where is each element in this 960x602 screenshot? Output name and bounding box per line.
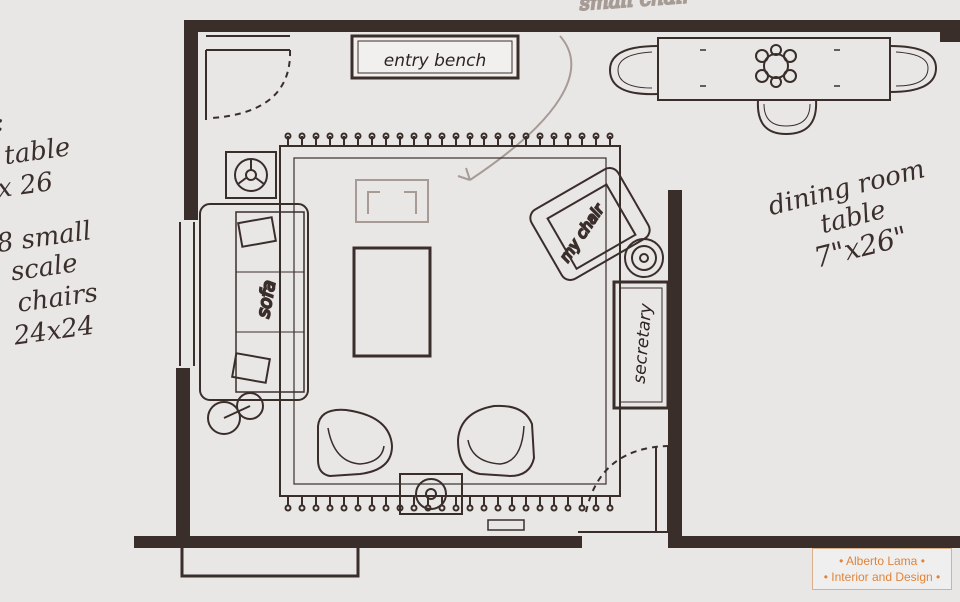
fringe-tassel xyxy=(536,132,544,140)
secretary: secretary xyxy=(612,280,670,410)
fringe-tassel xyxy=(284,132,292,140)
side-door xyxy=(578,445,669,533)
fringe-tassel xyxy=(592,504,600,512)
fringe-tassel xyxy=(536,504,544,512)
centerpiece xyxy=(755,44,797,88)
entry-bench: entry bench xyxy=(350,34,520,80)
coffee-table xyxy=(352,246,432,358)
fringe-tassel xyxy=(410,132,418,140)
dining-bottom-wall xyxy=(676,536,960,548)
fringe-tassel xyxy=(494,504,502,512)
fringe-tassel xyxy=(368,132,376,140)
rug-fringe-top xyxy=(284,132,614,146)
sofa: sofa xyxy=(199,203,309,401)
fringe-tassel xyxy=(298,504,306,512)
entry-step xyxy=(180,542,360,578)
fringe-tassel xyxy=(466,132,474,140)
dining-table xyxy=(608,37,938,136)
fringe-tassel xyxy=(452,504,460,512)
fringe-tassel xyxy=(494,132,502,140)
fringe-tassel xyxy=(578,132,586,140)
fringe-tassel xyxy=(368,504,376,512)
partition-wall xyxy=(668,190,682,548)
fringe-tassel xyxy=(550,132,558,140)
fringe-tassel xyxy=(564,504,572,512)
fringe-tassel xyxy=(578,504,586,512)
dining-chair-bottom xyxy=(756,99,818,136)
fringe-tassel xyxy=(592,132,600,140)
watermark-line-1: • Alberto Lama • xyxy=(839,554,925,568)
fringe-tassel xyxy=(564,132,572,140)
fringe-tassel xyxy=(480,132,488,140)
fringe-tassel xyxy=(410,504,418,512)
fringe-tassel xyxy=(522,504,530,512)
rug-fringe-bottom xyxy=(284,496,614,512)
armchair-left xyxy=(317,408,394,478)
fringe-tassel xyxy=(284,504,292,512)
side-table-lamp-3 xyxy=(399,473,463,515)
dining-chair-right xyxy=(889,45,938,93)
round-side-table xyxy=(207,392,264,435)
fringe-tassel xyxy=(340,132,348,140)
fringe-tassel xyxy=(354,132,362,140)
fringe-tassel xyxy=(312,132,320,140)
fringe-tassel xyxy=(340,504,348,512)
left-note-line-1: s: xyxy=(0,107,6,140)
fringe-tassel xyxy=(396,132,404,140)
fringe-tassel xyxy=(550,504,558,512)
fringe-tassel xyxy=(298,132,306,140)
left-wall-upper xyxy=(184,20,198,220)
fringe-tassel xyxy=(606,132,614,140)
fringe-tassel xyxy=(354,504,362,512)
top-right-corner xyxy=(940,28,960,42)
fringe-tassel xyxy=(382,132,390,140)
fringe-tassel xyxy=(326,132,334,140)
secretary-label: secretary xyxy=(630,302,657,385)
entry-door xyxy=(205,35,292,120)
armchair-right xyxy=(456,404,536,478)
fringe-tassel xyxy=(480,504,488,512)
fringe-tassel xyxy=(382,504,390,512)
side-table-lamp-2 xyxy=(624,238,664,278)
sofa-label: sofa xyxy=(253,279,280,320)
side-table-lamp-1 xyxy=(225,151,277,199)
top-note: small chair xyxy=(579,0,694,15)
fringe-tassel xyxy=(424,132,432,140)
fringe-tassel xyxy=(438,132,446,140)
fringe-tassel xyxy=(452,132,460,140)
left-notes: s: e table x 26 8 small scale chairs 24x… xyxy=(0,107,100,352)
floor-vent xyxy=(487,519,525,531)
left-note-line-3: x 26 xyxy=(0,167,55,205)
dining-notes: dining room table 7"x26" xyxy=(765,154,928,274)
left-wall-lower xyxy=(176,368,190,546)
dining-chair-left xyxy=(608,45,659,96)
entry-bench-label: entry bench xyxy=(384,51,487,71)
fringe-tassel xyxy=(606,504,614,512)
watermark-line-2: • Interior and Design • xyxy=(823,570,941,584)
fringe-tassel xyxy=(522,132,530,140)
watermark: • Alberto Lama • • Interior and Design • xyxy=(812,548,952,590)
sketched-chair xyxy=(355,179,429,223)
left-window xyxy=(179,222,195,366)
fringe-tassel xyxy=(508,504,516,512)
fringe-tassel xyxy=(312,504,320,512)
fringe-tassel xyxy=(508,132,516,140)
top-wall xyxy=(196,20,960,32)
fringe-tassel xyxy=(326,504,334,512)
fringe-tassel xyxy=(466,504,474,512)
